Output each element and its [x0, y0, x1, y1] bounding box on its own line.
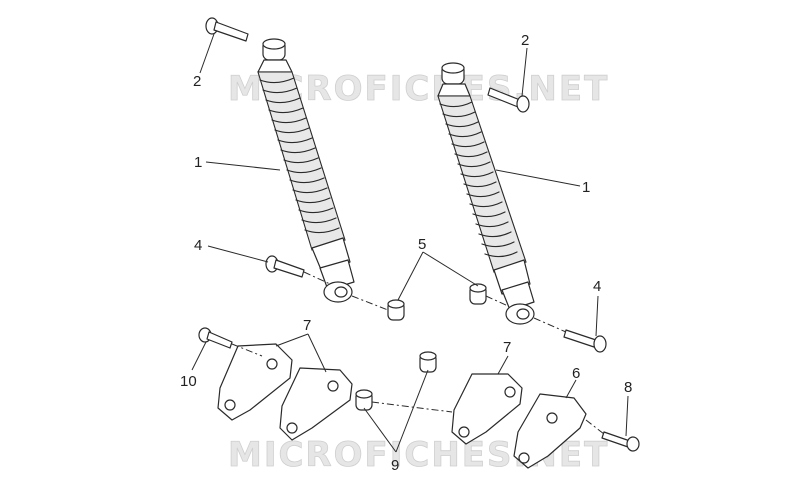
- shock-absorber-right: [437, 62, 535, 325]
- bushing-9-right: [419, 351, 437, 373]
- callout-labels: 1 1 2 2 4 4 5 6 7 7 8 9 10: [180, 32, 632, 474]
- callout-1-right: 1: [582, 179, 590, 196]
- callout-2-right: 2: [521, 32, 529, 49]
- bracket-7-a: [217, 343, 293, 421]
- bolt-8: [601, 431, 640, 452]
- callout-4-left: 4: [194, 237, 202, 254]
- spring-coils-left: [259, 77, 340, 234]
- callout-4-right: 4: [593, 278, 601, 295]
- callout-2-left: 2: [193, 73, 201, 90]
- bolt-2-right: [487, 87, 530, 113]
- callout-7-left: 7: [303, 317, 311, 334]
- callout-9: 9: [391, 457, 399, 474]
- bolt-4-left: [265, 255, 305, 278]
- bolt-4-right: [563, 329, 607, 353]
- bushing-5-left: [387, 299, 405, 321]
- assembly-axes: [231, 271, 605, 435]
- spring-coils-right: [439, 101, 518, 258]
- bracket-7-c: [451, 373, 523, 445]
- bolt-10: [198, 327, 233, 349]
- leader-lines: [191, 33, 629, 453]
- bracket-6: [513, 393, 587, 469]
- bracket-7-b: [279, 367, 353, 441]
- bolt-2-left: [205, 17, 249, 42]
- callout-7-right: 7: [503, 339, 511, 356]
- callout-8: 8: [624, 379, 632, 396]
- bushing-9-left: [355, 389, 373, 411]
- bushing-5-right: [469, 283, 487, 305]
- callout-1-left: 1: [194, 154, 202, 171]
- callout-6: 6: [572, 365, 580, 382]
- callout-10: 10: [180, 373, 197, 390]
- callout-5: 5: [418, 236, 426, 253]
- shock-absorber-left: [257, 38, 355, 303]
